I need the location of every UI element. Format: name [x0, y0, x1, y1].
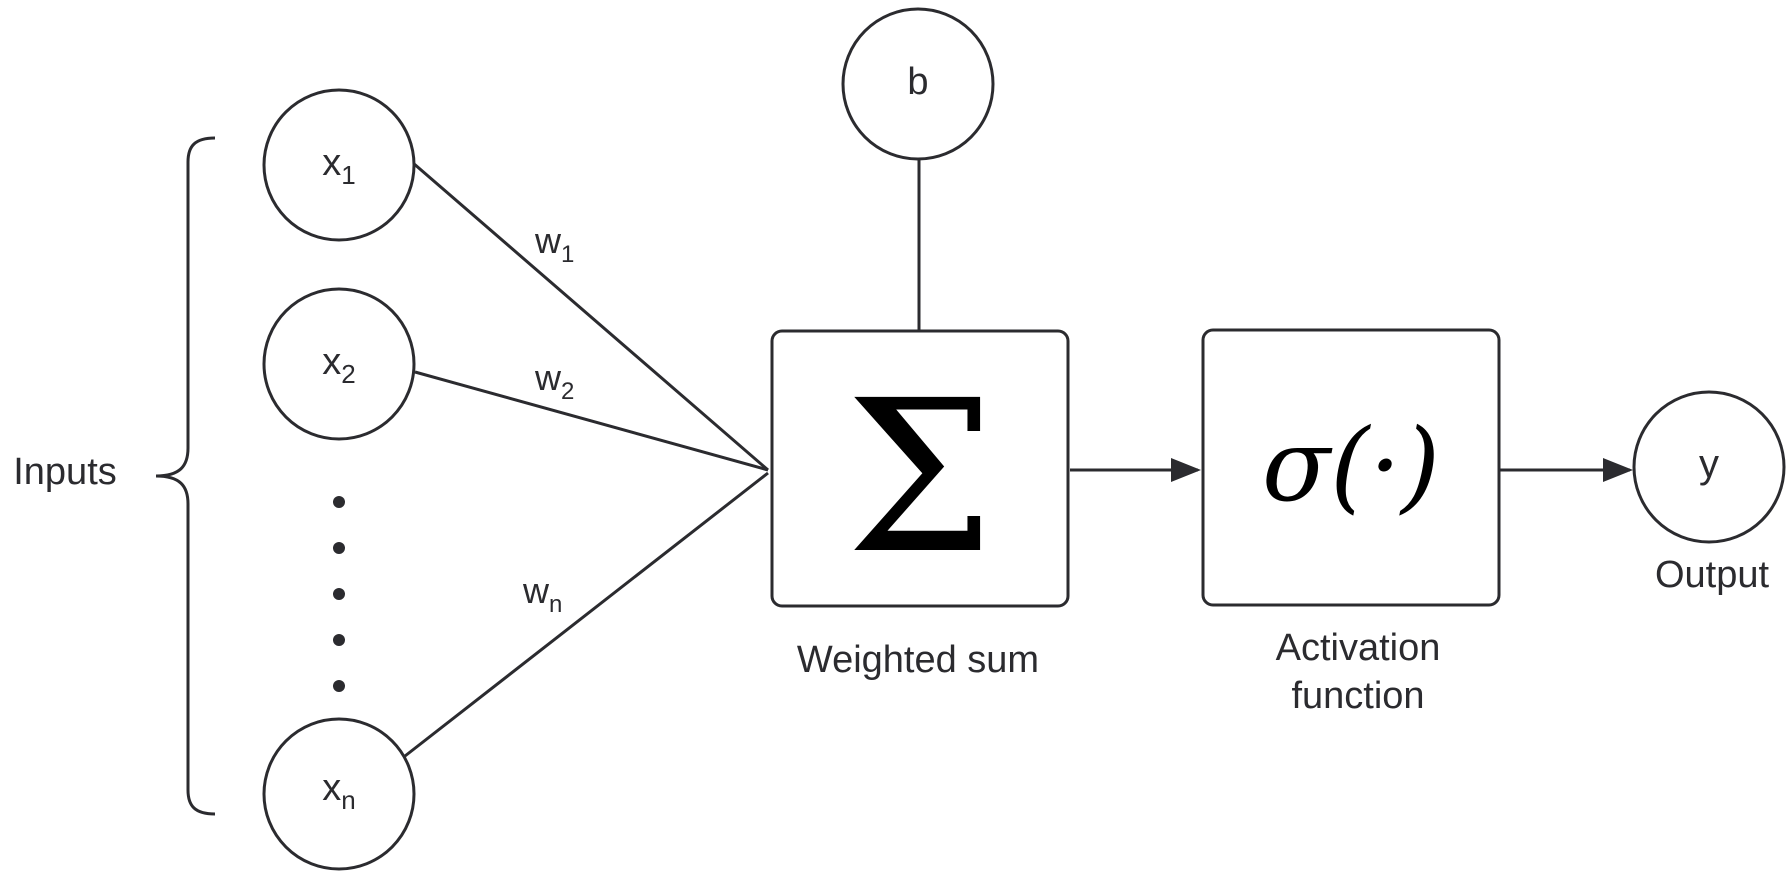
input-xn-sub: n — [341, 785, 355, 815]
sum-symbol: Σ — [846, 355, 994, 600]
edge-x1-sum — [412, 161, 769, 472]
input-node-x2: x2 — [262, 287, 416, 441]
input-node-xn: xn — [262, 717, 416, 871]
input-x2-base: x — [322, 341, 341, 383]
inputs-brace — [155, 136, 216, 816]
edge-xn-sum — [404, 471, 769, 758]
activation-function-box: σ(·) — [1201, 328, 1501, 607]
activation-label-line1: Activation — [1276, 627, 1441, 669]
activation-label-line2: function — [1291, 675, 1424, 717]
edge-x2-sum — [414, 370, 769, 472]
inputs-label: Inputs — [13, 451, 117, 493]
weighted-sum-label: Weighted sum — [797, 639, 1039, 681]
input-x1-sub: 1 — [341, 160, 355, 190]
ellipsis-dots — [333, 496, 345, 692]
input-x2-sub: 2 — [341, 359, 355, 389]
svg-text:x2: x2 — [322, 341, 355, 389]
weighted-sum-box: Σ — [770, 329, 1070, 608]
input-xn-base: x — [322, 767, 341, 809]
weight-wn-label: wn — [522, 570, 562, 618]
output-symbol: y — [1699, 442, 1719, 486]
output-label: Output — [1655, 554, 1770, 596]
weight-w2-label: w2 — [534, 357, 574, 405]
output-node: y — [1632, 390, 1786, 544]
bias-node: b — [841, 7, 995, 161]
bias-label: b — [907, 61, 928, 103]
svg-text:xn: xn — [322, 767, 355, 815]
activation-symbol: σ(·) — [1262, 407, 1440, 524]
weight-w1-label: w1 — [534, 220, 574, 268]
input-node-x1: x1 — [262, 88, 416, 242]
svg-text:x1: x1 — [322, 142, 355, 190]
input-x1-base: x — [322, 142, 341, 184]
